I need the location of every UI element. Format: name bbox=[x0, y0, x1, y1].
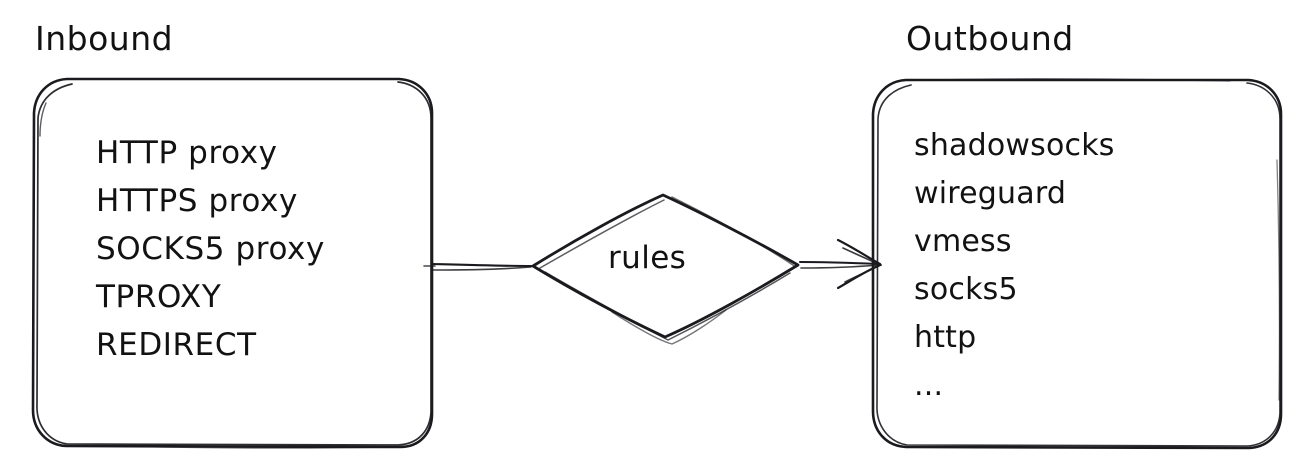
inbound-box[interactable] bbox=[31, 77, 434, 449]
list-item: TPROXY bbox=[96, 279, 222, 315]
list-item: HTTPS proxy bbox=[96, 183, 298, 219]
rules-node-label: rules bbox=[608, 240, 687, 276]
list-item: http bbox=[914, 320, 977, 355]
group-title-inbound: Inbound bbox=[35, 19, 174, 58]
connector-inbound-rules bbox=[423, 262, 534, 271]
list-item: HTTP proxy bbox=[96, 135, 278, 171]
rules-diamond[interactable] bbox=[531, 193, 800, 345]
list-item: REDIRECT bbox=[96, 327, 257, 363]
list-item: wireguard bbox=[914, 176, 1067, 211]
connector-rules-outbound bbox=[798, 238, 882, 290]
list-item: vmess bbox=[914, 224, 1012, 259]
list-item: SOCKS5 proxy bbox=[96, 231, 325, 267]
outbound-item-list: shadowsocks wireguard vmess socks5 http … bbox=[914, 128, 1115, 416]
arrowhead-icon bbox=[836, 238, 882, 290]
outbound-box[interactable] bbox=[871, 78, 1283, 450]
list-item: socks5 bbox=[914, 272, 1018, 307]
group-title-outbound: Outbound bbox=[906, 19, 1074, 58]
list-item: ... bbox=[914, 368, 944, 403]
list-item: shadowsocks bbox=[914, 128, 1115, 163]
inbound-item-list: HTTP proxy HTTPS proxy SOCKS5 proxy TPRO… bbox=[96, 134, 325, 374]
